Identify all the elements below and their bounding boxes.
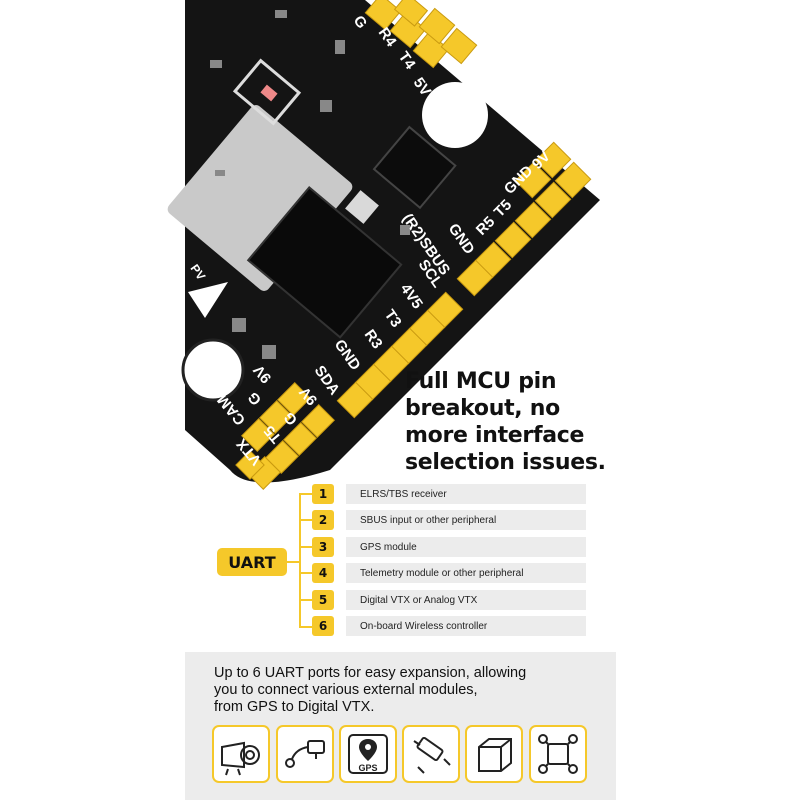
smd-part	[275, 10, 287, 18]
uart-number: 1	[312, 484, 334, 504]
gps-label: GPS	[358, 763, 377, 773]
headline: Full MCU pin breakout, no more interface…	[405, 368, 625, 476]
uart-number: 4	[312, 563, 334, 583]
uart-item: 3 GPS module	[312, 537, 586, 557]
smd-part	[262, 345, 276, 359]
uart-description: Telemetry module or other peripheral	[346, 563, 586, 583]
mounting-hole	[181, 338, 245, 402]
uart-item: 1 ELRS/TBS receiver	[312, 484, 586, 504]
bottom-description: Up to 6 UART ports for easy expansion, a…	[214, 665, 594, 716]
uart-item: 6 On-board Wireless controller	[312, 616, 586, 636]
uart-number: 3	[312, 537, 334, 557]
pads-middle	[336, 291, 464, 419]
usb-frame	[232, 58, 302, 126]
camera-icon	[212, 725, 270, 783]
smd-part	[320, 100, 332, 112]
led	[260, 84, 278, 102]
smd-part	[232, 318, 246, 332]
orientation-arrow	[188, 282, 228, 318]
sensor-chip	[345, 190, 379, 224]
pcb-body	[185, 0, 600, 483]
uart-item: 4 Telemetry module or other peripheral	[312, 563, 586, 583]
smd-part	[400, 225, 410, 235]
sd-card-slot	[167, 105, 353, 291]
uart-description: On-board Wireless controller	[346, 616, 586, 636]
uart-number: 6	[312, 616, 334, 636]
smd-part	[335, 40, 345, 54]
pin-label-t3: T3	[381, 307, 405, 331]
uart-description: ELRS/TBS receiver	[346, 484, 586, 504]
vtx-antenna-icon	[276, 725, 334, 783]
uart-description: GPS module	[346, 537, 586, 557]
receiver-icon	[402, 725, 460, 783]
bottom-line: you to connect various external modules,	[214, 682, 478, 698]
headline-line: breakout, no	[405, 396, 560, 421]
mcu-chip	[246, 186, 403, 339]
pads-left	[235, 382, 335, 490]
uart-badge: UART	[217, 548, 287, 576]
uart-item: 5 Digital VTX or Analog VTX	[312, 590, 586, 610]
headline-line: Full MCU pin	[405, 369, 557, 394]
uart-item: 2 SBUS input or other peripheral	[312, 510, 586, 530]
headline-line: more interface	[405, 423, 585, 448]
uart-number: 2	[312, 510, 334, 530]
smd-part	[210, 60, 222, 68]
esc-board-icon	[529, 725, 587, 783]
connector-block	[372, 125, 457, 210]
uart-description: SBUS input or other peripheral	[346, 510, 586, 530]
bottom-line: Up to 6 UART ports for easy expansion, a…	[214, 665, 527, 681]
headline-line: selection issues.	[405, 450, 606, 475]
uart-number: 5	[312, 590, 334, 610]
telemetry-module-icon	[465, 725, 523, 783]
gps-icon: GPS	[339, 725, 397, 783]
pads-right	[456, 141, 592, 297]
mounting-hole	[422, 82, 488, 148]
bottom-line: from GPS to Digital VTX.	[214, 699, 375, 715]
pads-top	[364, 0, 478, 69]
uart-description: Digital VTX or Analog VTX	[346, 590, 586, 610]
smd-part	[215, 170, 225, 176]
